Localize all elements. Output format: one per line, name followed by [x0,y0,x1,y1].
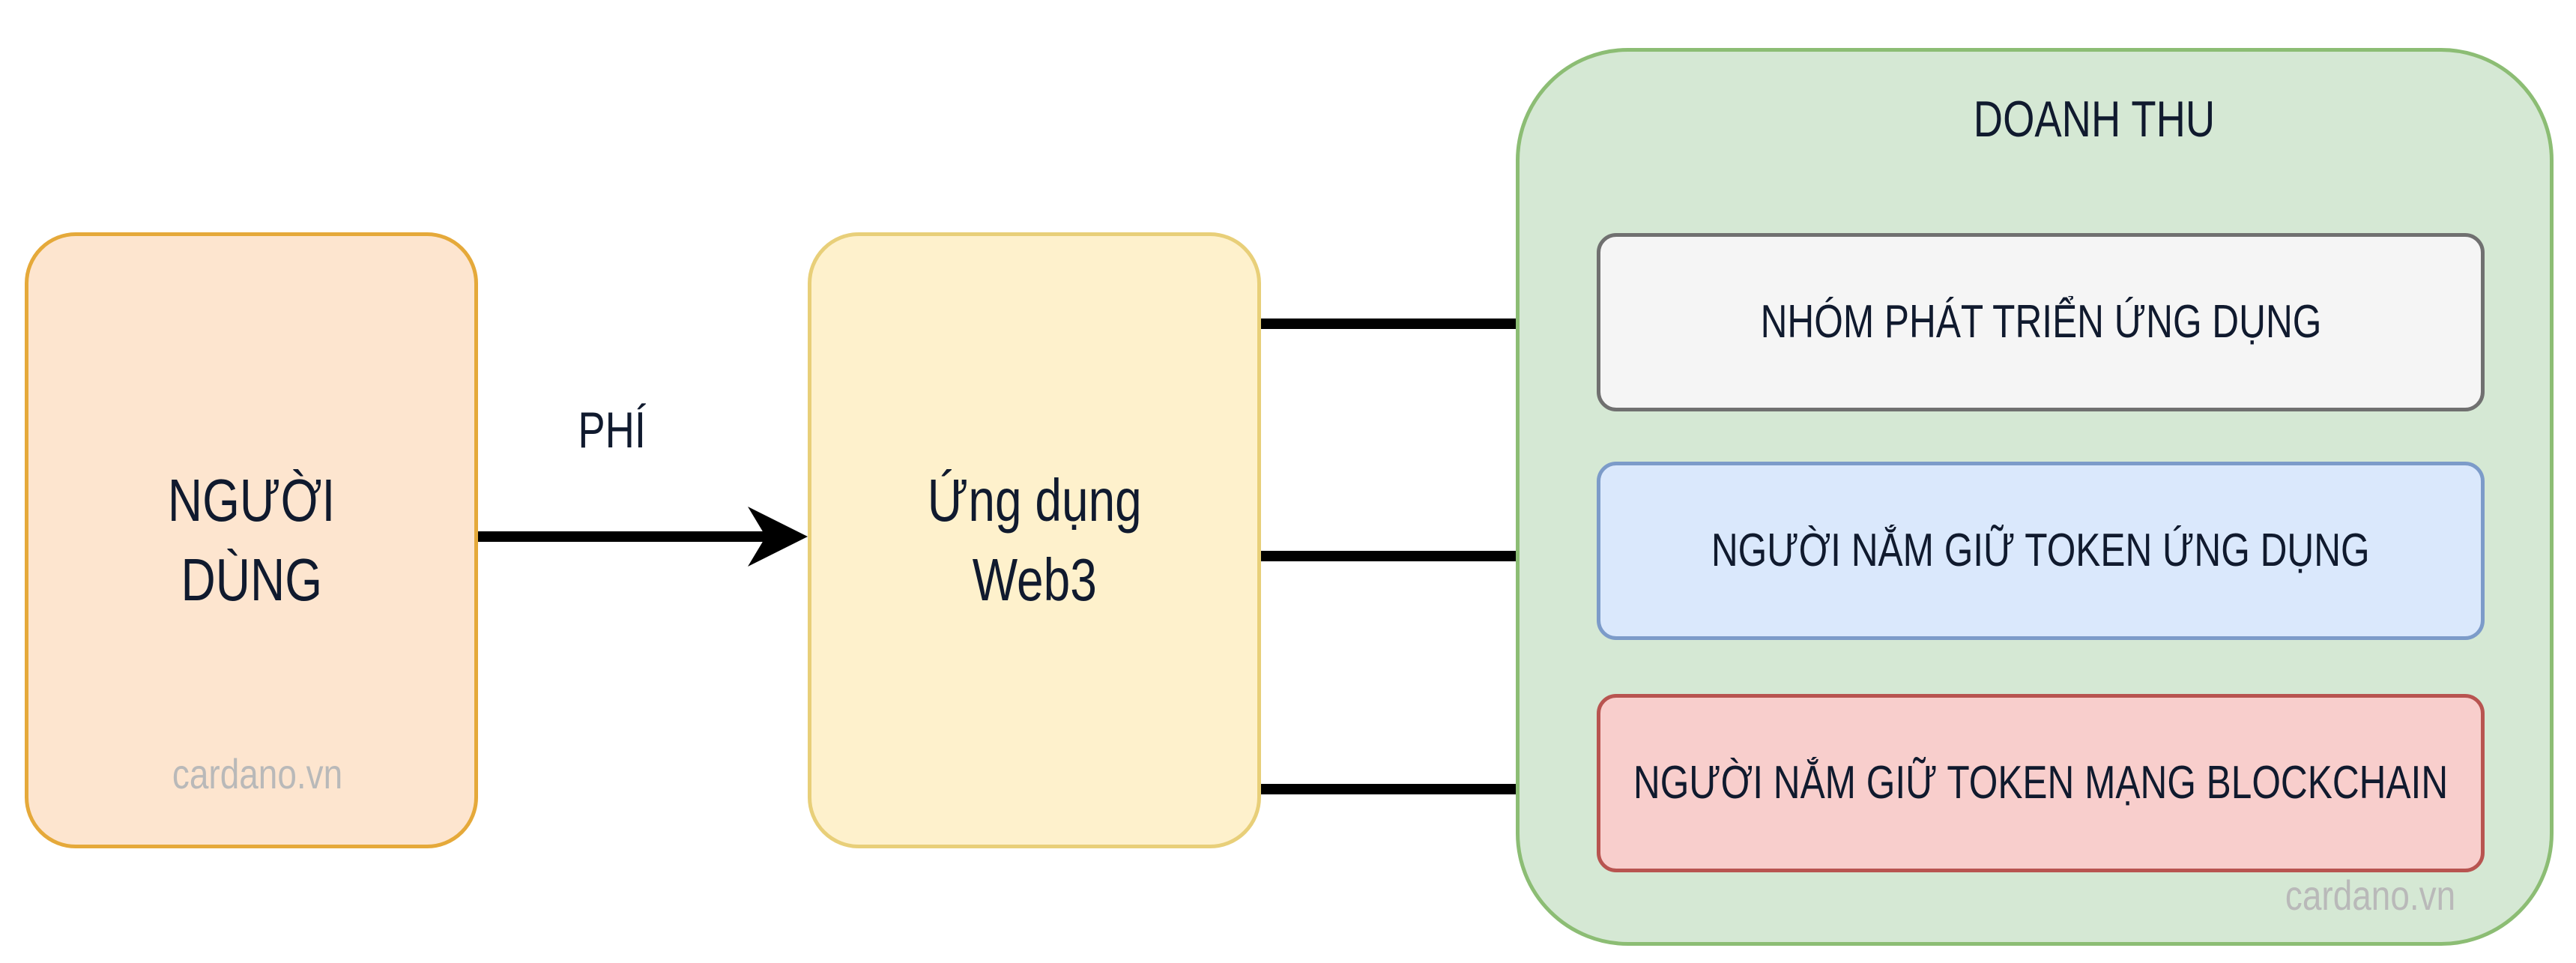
app-node-line1: Ứng dụng [927,467,1142,534]
arrowhead-app [748,507,808,567]
user-node-line2: DÙNG [181,546,322,613]
watermark-group: cardano.vn [2285,872,2456,919]
revenue-row-label: NHÓM PHÁT TRIỂN ỨNG DỤNG [1760,296,2321,348]
revenue-row-chain-token-holders: NGƯỜI NẮM GIỮ TOKEN MẠNG BLOCKCHAIN [1597,694,2485,872]
user-node-line1: NGƯỜI [167,467,336,534]
revenue-group-title: DOANH THU [1973,91,2216,148]
watermark-user: cardano.vn [172,750,343,797]
user-node: NGƯỜI DÙNG [25,232,478,848]
app-node: Ứng dụng Web3 [808,232,1261,848]
revenue-row-label: NGƯỜI NẮM GIỮ TOKEN ỨNG DỤNG [1711,525,2370,576]
fee-label: PHÍ [578,402,647,459]
revenue-row-label: NGƯỜI NẮM GIỮ TOKEN MẠNG BLOCKCHAIN [1633,757,2449,809]
app-node-line2: Web3 [972,546,1097,613]
revenue-row-app-token-holders: NGƯỜI NẮM GIỮ TOKEN ỨNG DỤNG [1597,462,2485,640]
revenue-row-app-developers: NHÓM PHÁT TRIỂN ỨNG DỤNG [1597,233,2485,411]
